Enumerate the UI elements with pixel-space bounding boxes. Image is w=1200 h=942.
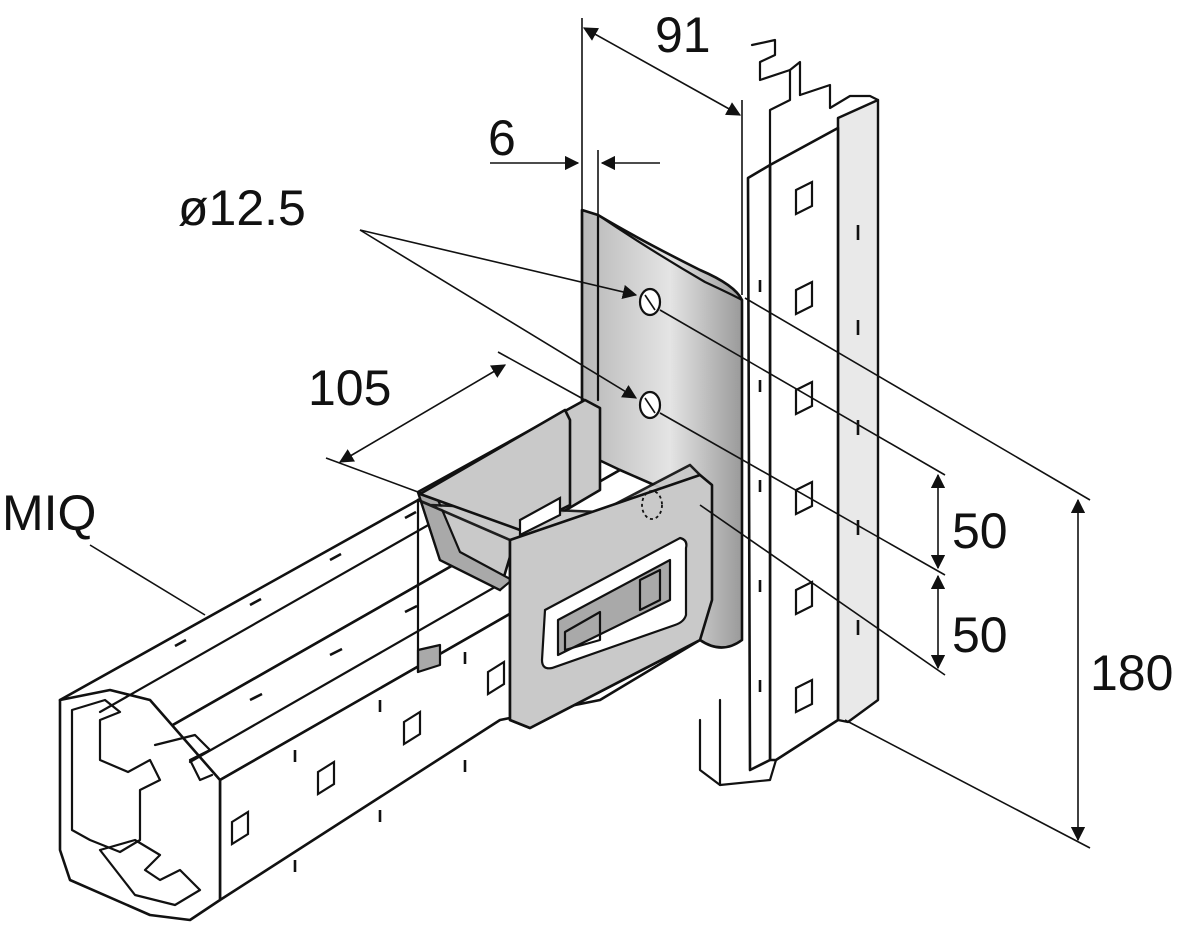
ext-line-hole-1	[659, 309, 946, 476]
clamp-bracket	[416, 398, 714, 730]
ext-line-hole-2	[659, 412, 946, 576]
leader-miq	[89, 544, 206, 616]
leader-hole-lower	[359, 229, 638, 399]
label-180: 180	[1090, 645, 1173, 701]
label-6: 6	[488, 110, 516, 166]
ext-line-105-a	[325, 457, 419, 493]
label-50-upper: 50	[952, 503, 1008, 559]
label-105: 105	[308, 360, 391, 416]
ext-line-hole-3	[699, 504, 946, 676]
label-91: 91	[655, 7, 711, 63]
label-miq: MIQ	[2, 485, 96, 541]
channel-dashes	[758, 225, 860, 692]
dim-arrow-91	[582, 27, 742, 116]
label-50-lower: 50	[952, 607, 1008, 663]
ext-line-bottom	[844, 719, 1091, 849]
dim-arrow-105	[338, 364, 507, 463]
label-hole-diameter: ø12.5	[178, 180, 306, 236]
dimension-lines	[89, 18, 1091, 849]
ext-line-105-b	[497, 351, 586, 401]
profile-dashes	[174, 510, 467, 872]
dimension-labels: 91 6 ø12.5 105 MIQ 50 50 180	[2, 7, 1173, 701]
ext-line-top	[744, 297, 1091, 501]
hidden-hole	[641, 490, 663, 520]
channel-holes	[794, 180, 814, 714]
leader-hole-upper	[359, 229, 638, 299]
profile-holes	[230, 660, 506, 846]
vertical-channel	[698, 38, 880, 787]
